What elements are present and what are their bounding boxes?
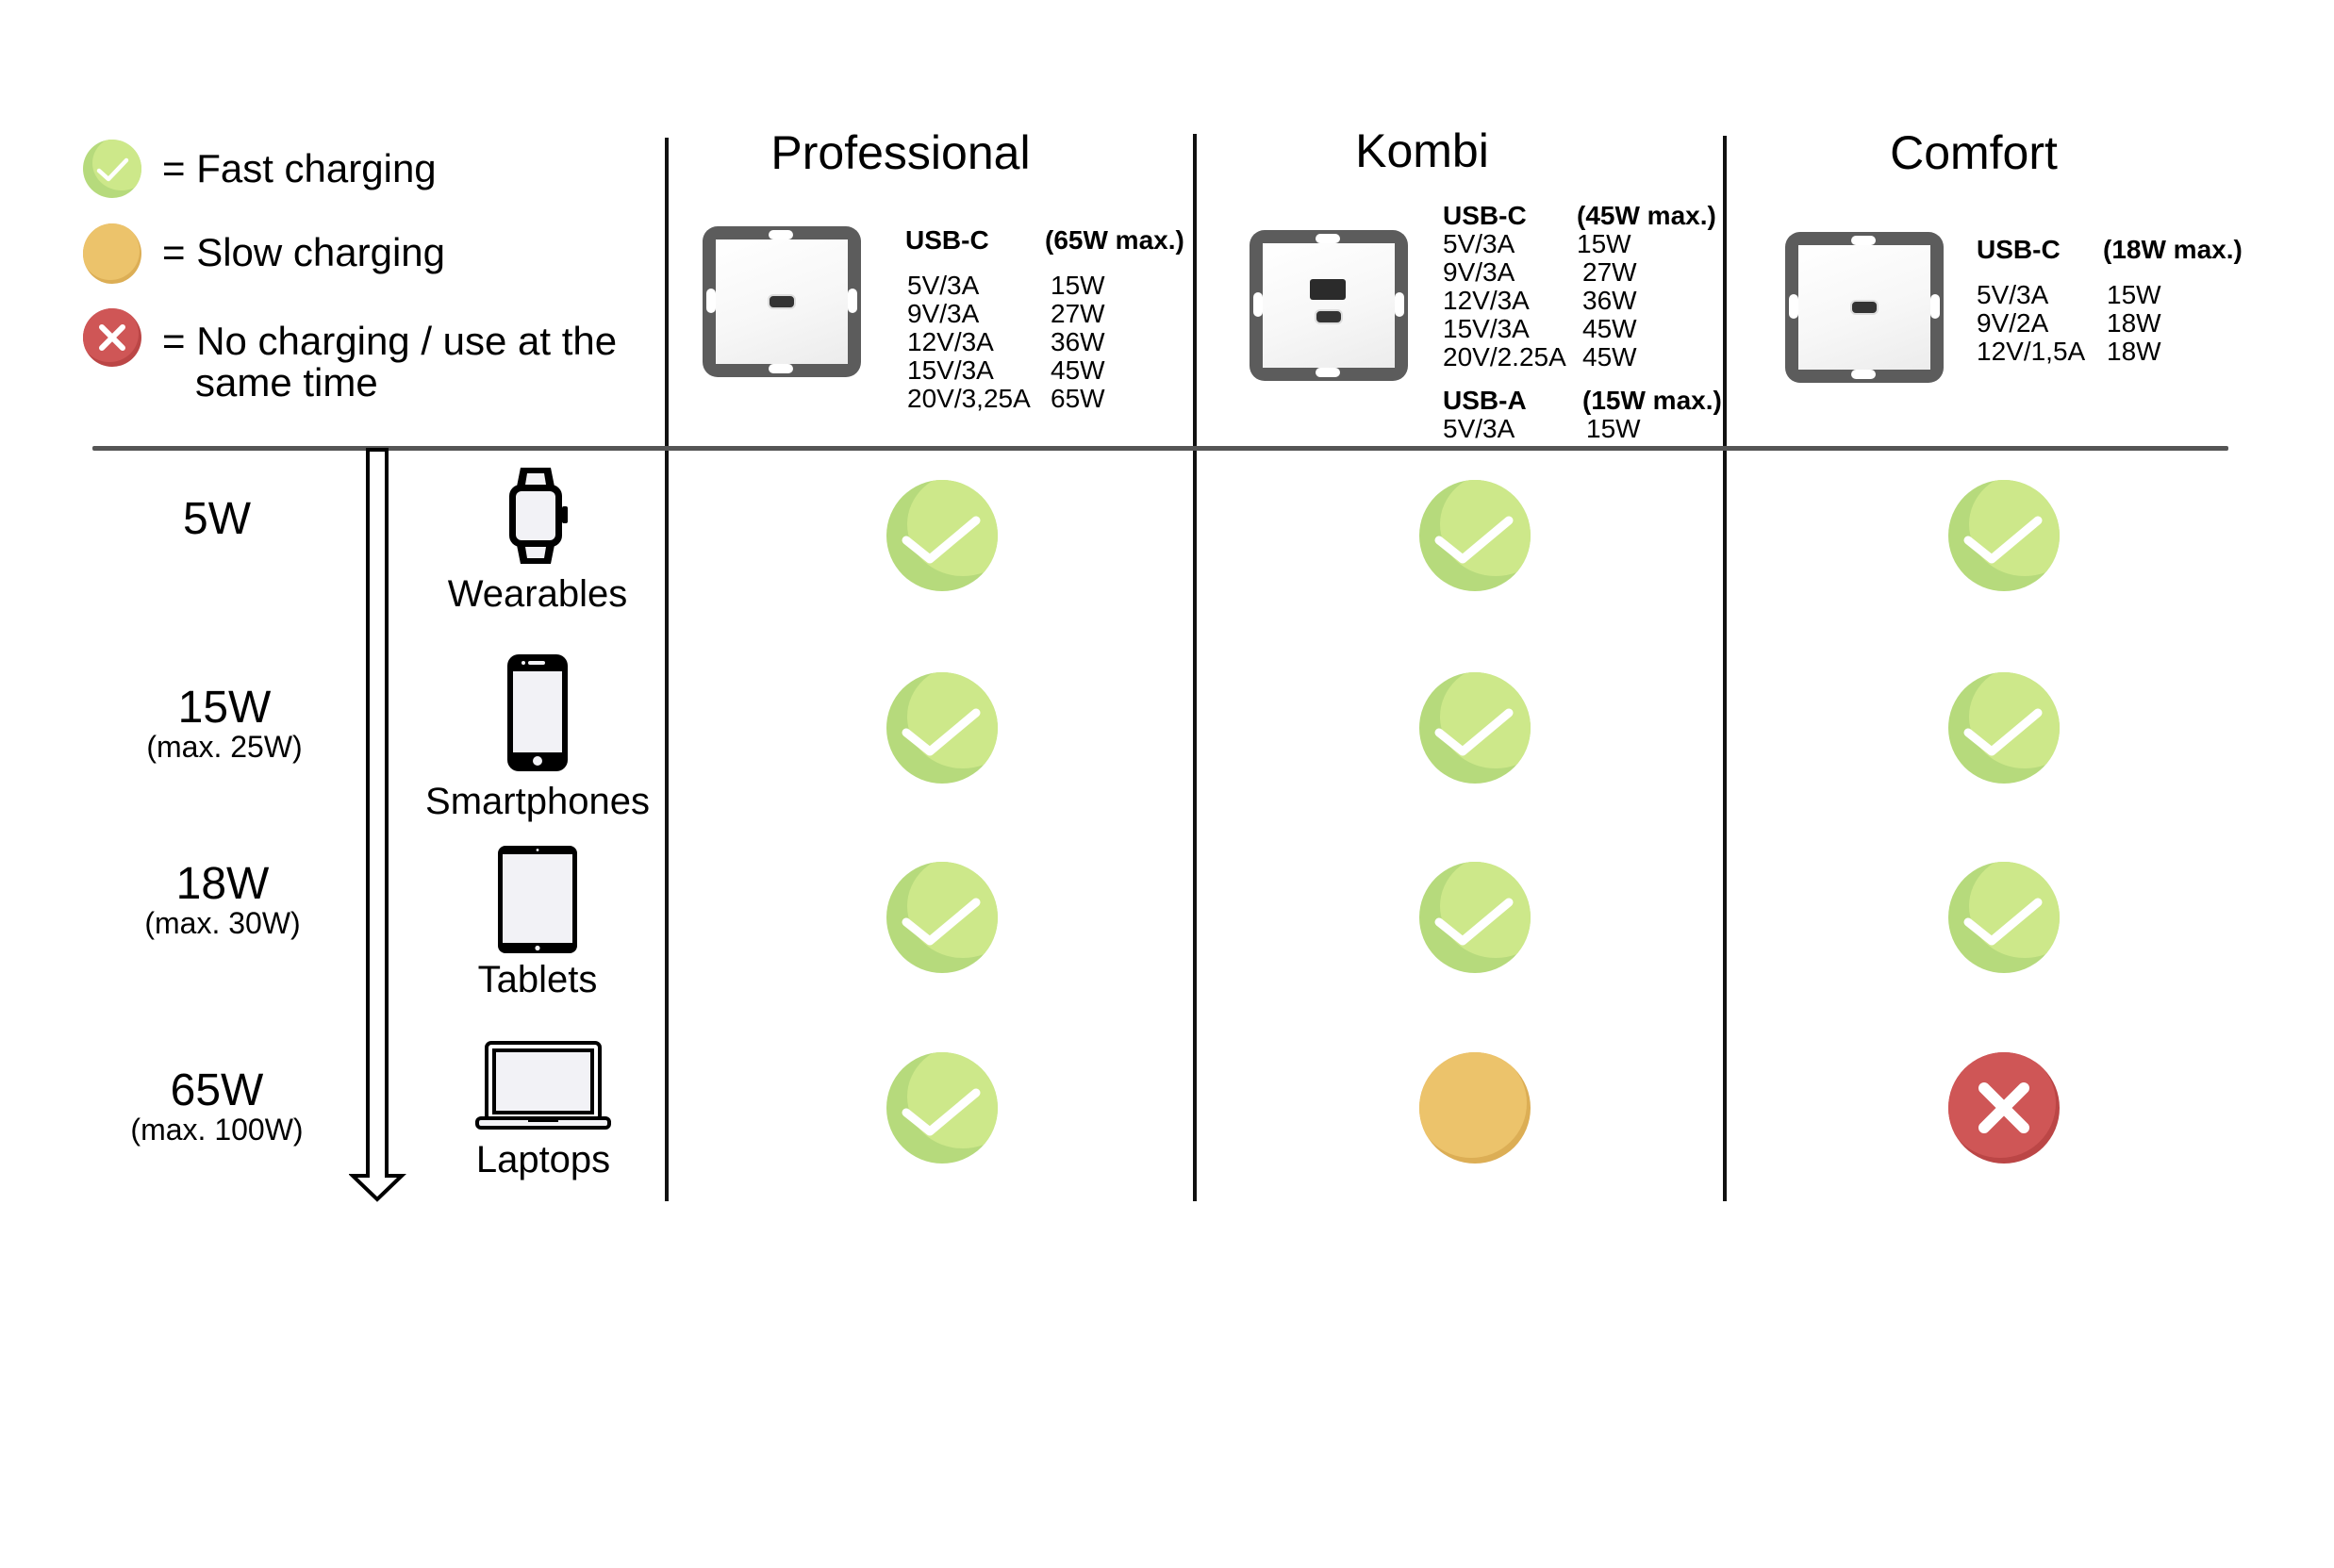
- check-circle-icon: [886, 1052, 998, 1164]
- smartwatch-icon: [509, 468, 568, 564]
- port-max: (18W max.): [2103, 235, 2243, 264]
- spec-voltage: 5V/3A: [1977, 280, 2049, 309]
- spec-voltage: 12V/3A: [907, 327, 994, 356]
- spec-power: 15W: [1586, 414, 1641, 443]
- spec-power: 27W: [1582, 257, 1637, 287]
- spec-voltage: 5V/3A: [1443, 414, 1515, 443]
- check-circle-icon: [1948, 862, 2060, 973]
- legend-item-none: = No charging / use at the same time: [83, 308, 617, 404]
- column-title: Comfort: [1890, 126, 2058, 179]
- spec-power: 15W: [1051, 271, 1105, 300]
- check-circle-icon: [1948, 480, 2060, 591]
- power-value: 18W: [175, 859, 270, 909]
- check-circle-icon: [886, 672, 998, 784]
- spec-power: 36W: [1582, 286, 1637, 315]
- legend-text-none: = No charging / use at the same time: [162, 319, 618, 404]
- spec-voltage: 15V/3A: [907, 355, 994, 385]
- spec-power: 18W: [2107, 337, 2161, 366]
- spec-voltage: 9V/3A: [1443, 257, 1515, 287]
- device-laptops: Laptops: [421, 1037, 666, 1180]
- power-max: (max. 25W): [146, 730, 303, 764]
- device-tablets: Tablets: [415, 844, 660, 1000]
- orange-circle-icon: [83, 223, 141, 284]
- spec-voltage: 12V/3A: [1443, 286, 1530, 315]
- spec-power: 45W: [1582, 314, 1637, 343]
- header-divider: [92, 446, 2228, 451]
- legend-item-fast: = Fast charging: [83, 140, 437, 198]
- power-value: 5W: [183, 494, 251, 544]
- power-max: (max. 100W): [130, 1113, 304, 1147]
- check-circle-icon: [1419, 480, 1531, 591]
- row-power-5w: 5W: [104, 496, 330, 543]
- power-value: 15W: [177, 683, 272, 733]
- spec-voltage: 12V/1,5A: [1977, 337, 2086, 366]
- spec-power: 45W: [1051, 355, 1105, 385]
- legend-item-slow: = Slow charging: [83, 223, 445, 284]
- orange-circle-icon: [1419, 1052, 1531, 1164]
- row-power-18w: 18W (max. 30W): [109, 859, 336, 940]
- check-circle-icon: [1419, 672, 1531, 784]
- x-circle-icon: [83, 308, 141, 367]
- column-title: Kombi: [1355, 124, 1489, 177]
- spec-power: 18W: [2107, 308, 2161, 338]
- port-max: (45W max.): [1577, 201, 1716, 230]
- spec-power: 36W: [1051, 327, 1105, 356]
- spec-power: 15W: [2107, 280, 2161, 309]
- spec-voltage: 9V/2A: [1977, 308, 2049, 338]
- port-max: (65W max.): [1045, 225, 1184, 255]
- check-circle-icon: [886, 862, 998, 973]
- column-title: Professional: [770, 126, 1031, 179]
- usb-c-socket-icon: [1785, 232, 1944, 383]
- spec-power: 15W: [1577, 229, 1631, 258]
- device-label: Wearables: [447, 573, 628, 615]
- check-circle-icon: [1948, 672, 2060, 784]
- port-name: USB-A: [1443, 386, 1527, 415]
- spec-voltage: 15V/3A: [1443, 314, 1530, 343]
- row-power-65w: 65W (max. 100W): [104, 1065, 330, 1147]
- spec-power: 45W: [1582, 342, 1637, 371]
- legend-text-slow: = Slow charging: [162, 230, 446, 274]
- spec-voltage: 20V/3,25A: [907, 384, 1031, 413]
- check-circle-icon: [1419, 862, 1531, 973]
- power-value: 65W: [170, 1065, 264, 1115]
- laptop-icon: [475, 1041, 611, 1130]
- tablet-icon: [498, 846, 577, 953]
- column-divider-3: [1723, 136, 1727, 1201]
- x-circle-icon: [1948, 1052, 2060, 1164]
- usb-c-socket-icon: [703, 226, 861, 377]
- device-wearables: Wearables: [415, 464, 660, 615]
- device-label: Tablets: [477, 959, 598, 1000]
- usb-a-and-c-socket-icon: [1250, 230, 1408, 381]
- device-label: Smartphones: [425, 781, 650, 822]
- port-name: USB-C: [1977, 235, 2061, 264]
- spec-voltage: 5V/3A: [907, 271, 980, 300]
- device-smartphones: Smartphones: [415, 652, 660, 822]
- spec-power: 27W: [1051, 299, 1105, 328]
- port-name: USB-C: [1443, 201, 1527, 230]
- check-circle-icon: [83, 140, 141, 198]
- device-label: Laptops: [475, 1139, 611, 1180]
- spec-power: 65W: [1051, 384, 1105, 413]
- port-max: (15W max.): [1582, 386, 1722, 415]
- row-power-15w: 15W (max. 25W): [111, 683, 338, 764]
- power-max: (max. 30W): [144, 906, 301, 940]
- column-divider-2: [1193, 134, 1197, 1201]
- smartphone-icon: [507, 654, 568, 771]
- legend-text-fast: = Fast charging: [162, 146, 437, 190]
- column-divider-1: [665, 138, 669, 1201]
- check-circle-icon: [886, 480, 998, 591]
- spec-voltage: 9V/3A: [907, 299, 980, 328]
- port-name: USB-C: [905, 225, 989, 255]
- spec-voltage: 5V/3A: [1443, 229, 1515, 258]
- spec-voltage: 20V/2.25A: [1443, 342, 1566, 371]
